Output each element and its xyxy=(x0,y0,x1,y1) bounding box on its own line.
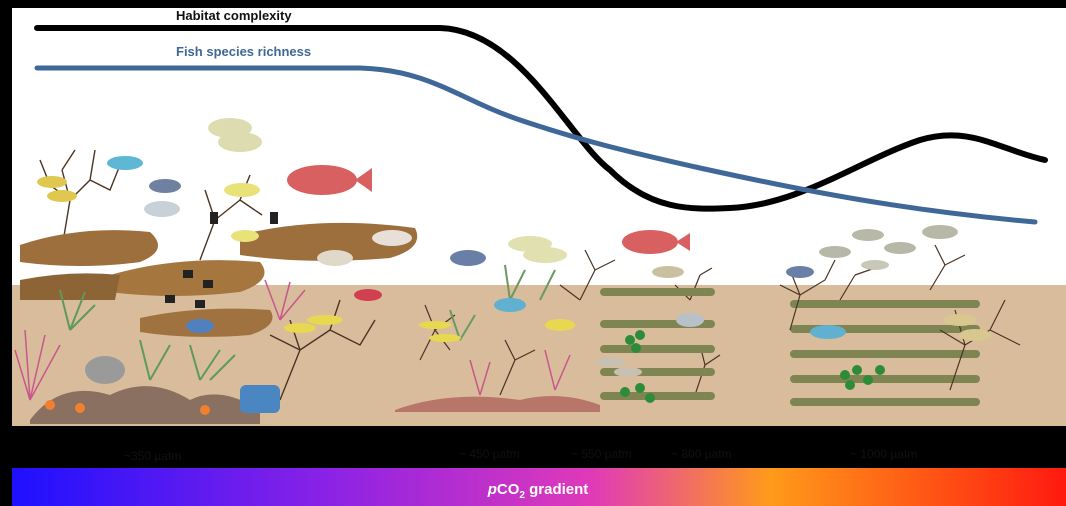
scale-ticks xyxy=(155,427,892,443)
tick-label-550: ~ 550 µatm xyxy=(571,447,632,461)
tick-label-800: ~ 800 µatm xyxy=(671,447,732,461)
tick-label-1000: ~ 1000 µatm xyxy=(850,447,917,461)
tick-450 xyxy=(494,427,497,443)
tick-350 xyxy=(155,427,158,443)
fish-richness-label: Fish species richness xyxy=(176,44,311,59)
tick-800 xyxy=(707,427,710,443)
tick-550 xyxy=(608,427,611,443)
habitat-complexity-label: Habitat complexity xyxy=(176,8,292,23)
tick-label-450: ~ 450 µatm xyxy=(459,447,520,461)
tick-1000 xyxy=(889,427,892,443)
tick-label-350: ~350 µatm xyxy=(124,449,181,463)
